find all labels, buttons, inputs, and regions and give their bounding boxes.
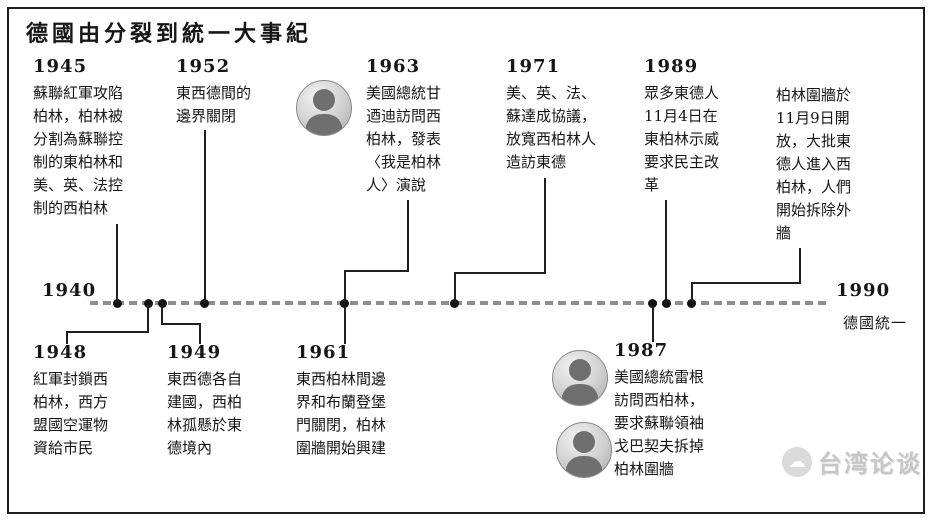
- connector-1971-h: [454, 272, 546, 274]
- event-text: 美國總統甘迺迪訪問西柏林，發表〈我是柏林人〉演說: [366, 84, 442, 194]
- event-year: 1971: [506, 56, 561, 77]
- timeline-dot-1948: [144, 299, 153, 308]
- event-text: 東西柏林間邊界和布蘭登堡門關閉，柏林圍牆開始興建: [296, 370, 387, 457]
- event-text: 柏林圍牆於11月9日開放，大批東德人進入西柏林，人們開始拆除外牆: [776, 86, 852, 242]
- frame-border: [7, 7, 925, 514]
- cloud-logo-icon: ☁: [782, 446, 812, 477]
- event-1989: 1989 眾多東德人11月4日在東柏林示威要求民主改革: [644, 56, 726, 197]
- connector-1963-v2: [344, 270, 346, 303]
- connector-1948-v2: [66, 331, 68, 344]
- event-year: 1963: [366, 56, 421, 77]
- event-1963: 1963 美國總統甘迺迪訪問西柏林，發表〈我是柏林人〉演說: [366, 56, 448, 197]
- connector-wall-v2: [691, 282, 693, 303]
- event-text: 東西德間的邊界關閉: [176, 84, 252, 125]
- connector-1945: [116, 224, 118, 303]
- gorbachev-portrait-photo: [556, 422, 612, 478]
- event-year: 1949: [167, 342, 222, 363]
- timeline-dot-wall-opening: [687, 299, 696, 308]
- person-silhouette-icon: [565, 431, 603, 477]
- event-text: 蘇聯紅軍攻陷柏林，柏林被分割為蘇聯控制的東柏林和美、英、法控制的西柏林: [33, 84, 124, 217]
- event-text: 紅軍封鎖西柏林，西方盟國空運物資給市民: [33, 370, 109, 457]
- event-1948: 1948 紅軍封鎖西柏林，西方盟國空運物資給市民: [33, 342, 113, 460]
- page-title: 德國由分裂到統一大事紀: [26, 21, 313, 47]
- timeline-dot-1952: [200, 299, 209, 308]
- person-silhouette-icon: [561, 359, 599, 405]
- event-year: 1948: [33, 342, 88, 363]
- watermark: ☁ 台湾论谈: [782, 444, 922, 479]
- connector-1949-v1: [161, 306, 163, 323]
- event-1961: 1961 東西柏林間邊界和布蘭登堡門關閉，柏林圍牆開始興建: [296, 342, 392, 460]
- timeline-dot-1945: [113, 299, 122, 308]
- event-year: 1952: [176, 56, 231, 77]
- event-year: 1961: [296, 342, 351, 363]
- timeline-axis: [90, 301, 830, 305]
- event-text: 美、英、法、蘇達成協議，放寬西柏林人造訪東德: [506, 84, 597, 171]
- event-year: 1989: [644, 56, 699, 77]
- timeline-dot-1987: [648, 299, 657, 308]
- event-1945: 1945 蘇聯紅軍攻陷柏林，柏林被分割為蘇聯控制的東柏林和美、英、法控制的西柏林: [33, 56, 129, 220]
- connector-1971-v2: [454, 272, 456, 303]
- kennedy-portrait-photo: [296, 80, 352, 136]
- connector-1971-v1: [544, 178, 546, 272]
- connector-wall-h: [691, 282, 801, 284]
- timeline-dot-1971: [450, 299, 459, 308]
- timeline-dot-1961-1963: [340, 299, 349, 308]
- connector-1952: [204, 130, 206, 303]
- timeline-end-event-label: 德國統一: [843, 314, 908, 332]
- connector-1949-h: [161, 323, 201, 325]
- event-1949: 1949 東西德各自建國，西柏林孤懸於東德境內: [167, 342, 249, 460]
- event-year: 1945: [33, 56, 88, 77]
- reagan-portrait-photo: [552, 350, 608, 406]
- connector-1948-v1: [147, 306, 149, 331]
- event-1987: 1987 美國總統雷根訪問西柏林，要求蘇聯領袖戈巴契夫拆掉柏林圍牆: [614, 340, 712, 481]
- event-1952: 1952 東西德間的邊界關閉: [176, 56, 256, 128]
- connector-1989: [665, 200, 667, 303]
- connector-1948-h: [66, 331, 149, 333]
- person-silhouette-icon: [305, 89, 343, 135]
- event-text: 美國總統雷根訪問西柏林，要求蘇聯領袖戈巴契夫拆掉柏林圍牆: [614, 368, 705, 478]
- timeline-dot-1949: [158, 299, 167, 308]
- connector-1961: [344, 306, 346, 344]
- timeline-dot-1989: [662, 299, 671, 308]
- watermark-text: 台湾论谈: [818, 449, 922, 478]
- connector-1987: [652, 306, 654, 342]
- timeline-end-year: 1990: [836, 280, 891, 301]
- connector-wall-v1: [799, 248, 801, 282]
- connector-1963-v1: [407, 200, 409, 270]
- event-text: 眾多東德人11月4日在東柏林示威要求民主改革: [644, 84, 720, 194]
- connector-1963-h: [344, 270, 409, 272]
- event-wall-opening: 柏林圍牆於11月9日開放，大批東德人進入西柏林，人們開始拆除外牆: [776, 84, 858, 245]
- event-year: 1987: [614, 340, 669, 361]
- event-text: 東西德各自建國，西柏林孤懸於東德境內: [167, 370, 243, 457]
- connector-1949-v2: [199, 323, 201, 344]
- event-1971: 1971 美、英、法、蘇達成協議，放寬西柏林人造訪東德: [506, 56, 602, 174]
- timeline-start-year: 1940: [42, 280, 97, 301]
